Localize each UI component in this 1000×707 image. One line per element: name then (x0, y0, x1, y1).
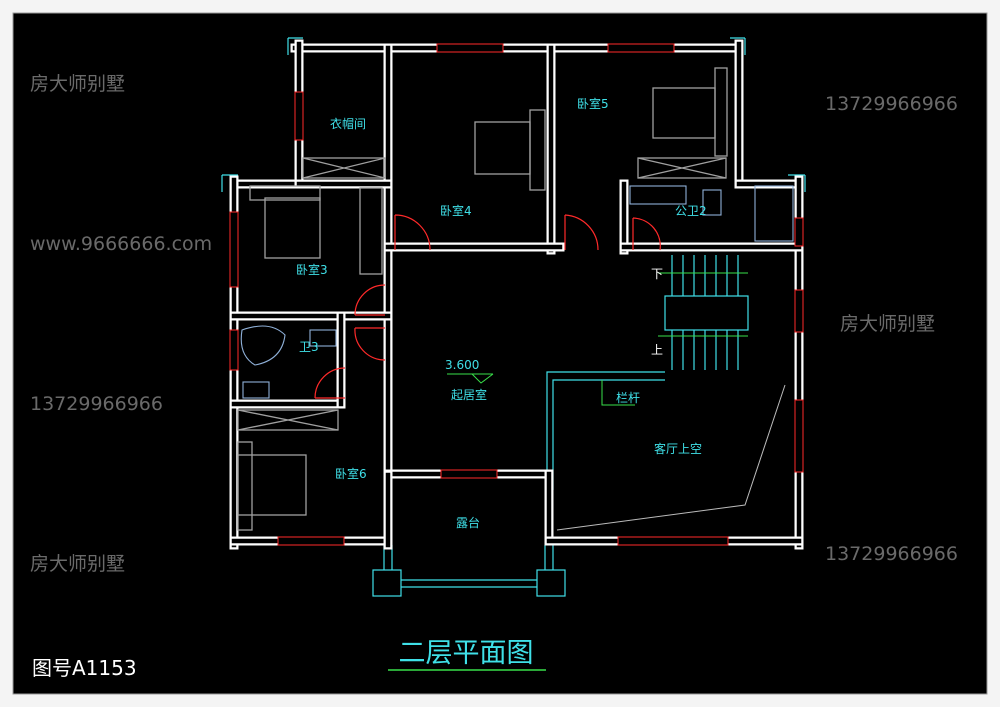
watermark-text: 房大师别墅 (840, 313, 935, 335)
furniture (237, 67, 728, 531)
stair-down-mark: 下 (651, 267, 663, 281)
drawing-canvas (12, 12, 988, 695)
watermark-text: 房大师别墅 (30, 73, 125, 95)
sanitary-fixtures (240, 185, 794, 399)
watermark-text: 房大师别墅 (30, 553, 125, 575)
stair (221, 37, 806, 597)
watermark-layer: 房大师别墅 www.9666666.com 13729966966 房大师别墅 … (30, 73, 958, 575)
drawing-number: 图号A1153 (32, 656, 137, 680)
room-labels: 衣帽间 卧室4 卧室5 卧室3 公卫2 卫3 3.600 起居室 栏杆 客厅上空… (296, 96, 707, 530)
stair-up-mark: 上 (651, 343, 663, 357)
void-outline (556, 384, 786, 531)
railing-line (601, 272, 748, 406)
label-terrace: 露台 (456, 515, 480, 530)
windows (229, 43, 804, 546)
label-bedroom3: 卧室3 (296, 262, 328, 277)
label-bedroom6: 卧室6 (335, 466, 367, 481)
doors (314, 214, 661, 399)
label-closet: 衣帽间 (330, 116, 366, 131)
watermark-text: 13729966966 (825, 93, 958, 115)
elevation-mark: 3.600 (445, 358, 479, 372)
watermark-text: 13729966966 (825, 543, 958, 565)
label-public-bath2: 公卫2 (675, 204, 707, 218)
label-bedroom5: 卧室5 (577, 96, 609, 111)
drawing-title: 二层平面图 (399, 638, 534, 669)
watermark-text: 13729966966 (30, 393, 163, 415)
label-railing: 栏杆 (616, 390, 640, 405)
label-bath3: 卫3 (299, 340, 319, 354)
label-bedroom4: 卧室4 (440, 203, 472, 218)
elevation-symbol (447, 373, 494, 384)
label-hall-void: 客厅上空 (654, 441, 702, 456)
label-living: 起居室 (451, 387, 487, 402)
watermark-text: www.9666666.com (30, 233, 212, 255)
